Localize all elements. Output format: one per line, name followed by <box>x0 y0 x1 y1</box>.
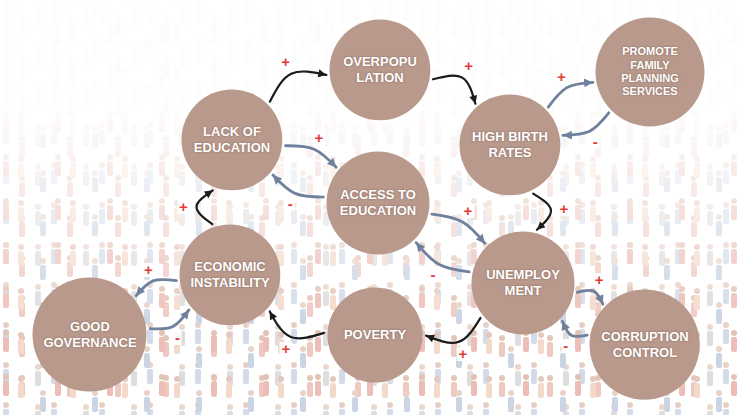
polarity-sign: - <box>591 135 600 149</box>
node-label: POVERTY <box>344 327 406 343</box>
loop-arrow <box>270 311 324 338</box>
cause-circle: HIGH BIRTH RATES <box>459 94 561 196</box>
cause-circle: OVERPOPU LATION <box>329 19 431 121</box>
polarity-sign: + <box>279 342 292 356</box>
feedback-arrow <box>432 214 485 243</box>
feedback-arrow <box>562 321 587 336</box>
cause-circle: POVERTY <box>327 287 423 383</box>
circle-shape <box>460 95 561 196</box>
polarity-sign: + <box>279 55 292 69</box>
feedback-arrow <box>563 113 609 135</box>
node-label: CORRUPTION CONTROL <box>598 329 692 361</box>
polarity-sign: + <box>177 200 190 214</box>
cause-circle: ECONOMIC INSTABILITY <box>179 224 281 326</box>
feedback-arrow <box>136 279 176 295</box>
node-label: LACK OF EDUCATION <box>190 124 274 156</box>
cause-circle: GOOD GOVERNANCE <box>32 277 147 392</box>
polarity-sign: + <box>462 59 475 73</box>
polarity-sign: + <box>593 273 606 287</box>
polarity-sign: - <box>428 268 437 282</box>
cause-circle: ACCESS TO EDUCATION <box>326 151 430 255</box>
circle-shape <box>590 290 700 400</box>
polarity-sign: + <box>142 263 155 277</box>
node-label: GOOD GOVERNANCE <box>41 319 139 351</box>
loop-arrow <box>270 71 326 101</box>
node-label: PROMOTE FAMILY PLANNING SERVICES <box>610 45 690 99</box>
polarity-sign: + <box>462 204 475 218</box>
feedback-arrow <box>150 310 189 329</box>
polarity-sign: - <box>561 339 570 353</box>
cause-circle: LACK OF EDUCATION <box>181 89 283 191</box>
cause-circle: CORRUPTION CONTROL <box>589 289 700 400</box>
circle-shape <box>33 278 147 392</box>
cause-circle: PROMOTE FAMILY PLANNING SERVICES <box>595 17 705 127</box>
circle-shape <box>328 288 423 383</box>
polarity-sign: + <box>456 347 469 361</box>
cause-circle: UNEMPLOY MENT <box>471 231 575 335</box>
node-label: OVERPOPU LATION <box>338 54 422 86</box>
node-label: ECONOMIC INSTABILITY <box>188 259 272 291</box>
circle-shape <box>180 225 281 326</box>
polarity-sign: + <box>558 202 571 216</box>
loop-arrow <box>533 194 551 230</box>
polarity-sign: - <box>286 197 295 211</box>
feedback-arrow <box>273 175 323 197</box>
polarity-sign: - <box>173 331 182 345</box>
polarity-sign: + <box>312 131 325 145</box>
polarity-sign: + <box>555 70 568 84</box>
feedback-arrow <box>286 146 337 168</box>
circle-shape <box>596 18 705 127</box>
circle-shape <box>182 90 283 191</box>
circle-shape <box>327 152 430 255</box>
loop-arrow <box>197 190 213 224</box>
feedback-arrow <box>548 82 593 107</box>
feedback-arrow <box>577 290 603 304</box>
feedback-arrow <box>416 243 469 272</box>
circle-shape <box>472 232 575 335</box>
node-label: ACCESS TO EDUCATION <box>336 187 420 219</box>
node-label: HIGH BIRTH RATES <box>468 129 552 161</box>
loop-arrow <box>433 76 475 104</box>
circle-shape <box>330 20 431 121</box>
loop-arrow <box>426 318 481 343</box>
node-label: UNEMPLOY MENT <box>481 267 565 299</box>
